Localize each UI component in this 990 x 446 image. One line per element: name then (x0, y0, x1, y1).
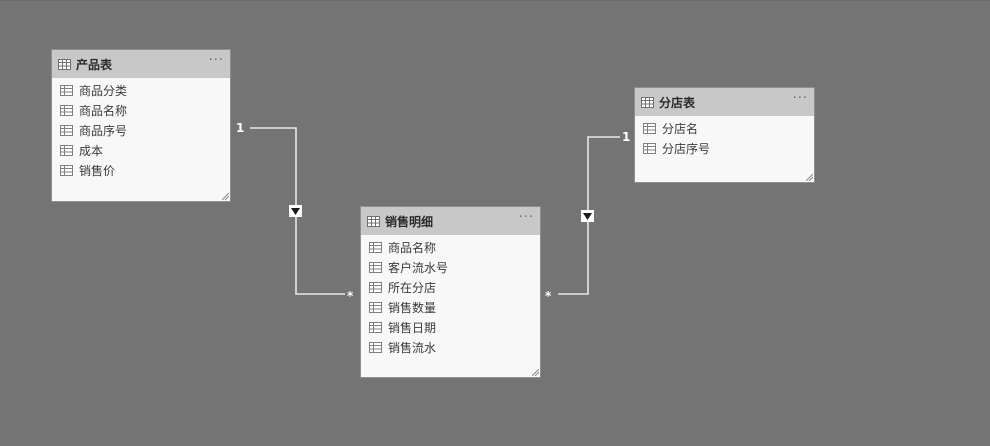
field-list: 分店名 分店序号 (635, 116, 814, 158)
field-item[interactable]: 所在分店 (361, 277, 540, 297)
table-icon (641, 96, 654, 108)
column-icon (369, 261, 382, 273)
field-item[interactable]: 商品名称 (52, 100, 230, 120)
field-label: 客户流水号 (388, 260, 449, 275)
cardinality-many-label: * (545, 289, 552, 303)
field-list: 商品分类 商品名称 商品序号 成本 销售价 (52, 78, 230, 180)
field-label: 商品分类 (79, 83, 128, 98)
table-card-product[interactable]: 产品表 ··· 商品分类 商品名称 商品序号 成本 销售价 (51, 49, 231, 202)
field-item[interactable]: 销售日期 (361, 317, 540, 337)
more-options-icon[interactable]: ··· (208, 53, 224, 68)
column-icon (643, 122, 656, 134)
cardinality-one-label: 1 (622, 130, 630, 144)
column-icon (369, 281, 382, 293)
table-card-store[interactable]: 分店表 ··· 分店名 分店序号 (634, 87, 815, 183)
resize-handle-icon[interactable] (806, 174, 813, 181)
column-icon (369, 341, 382, 353)
table-icon (367, 215, 380, 227)
table-icon (58, 58, 71, 70)
field-label: 商品序号 (79, 123, 128, 138)
field-label: 分店序号 (662, 141, 711, 156)
field-item[interactable]: 销售价 (52, 160, 230, 180)
field-item[interactable]: 商品分类 (52, 80, 230, 100)
column-icon (643, 142, 656, 154)
field-item[interactable]: 分店序号 (635, 138, 814, 158)
field-label: 销售数量 (388, 300, 437, 315)
field-label: 成本 (79, 143, 104, 158)
table-title: 销售明细 (385, 214, 434, 229)
field-label: 商品名称 (388, 240, 437, 255)
column-icon (369, 241, 382, 253)
column-icon (369, 321, 382, 333)
table-title: 分店表 (659, 95, 696, 110)
relationship-product-sales[interactable]: 1 * (236, 121, 354, 303)
field-list: 商品名称 客户流水号 所在分店 销售数量 销售日期 销售流水 (361, 235, 540, 357)
field-item[interactable]: 分店名 (635, 118, 814, 138)
field-item[interactable]: 商品序号 (52, 120, 230, 140)
field-item[interactable]: 成本 (52, 140, 230, 160)
table-card-header[interactable]: 销售明细 ··· (361, 207, 540, 235)
table-card-header[interactable]: 分店表 ··· (635, 88, 814, 116)
field-label: 销售价 (79, 163, 116, 178)
table-card-sales-detail[interactable]: 销售明细 ··· 商品名称 客户流水号 所在分店 销售数量 销售日期 (360, 206, 541, 378)
field-label: 所在分店 (388, 280, 437, 295)
filter-arrow-down-icon (583, 213, 592, 220)
resize-handle-icon[interactable] (532, 369, 539, 376)
cardinality-many-label: * (347, 289, 354, 303)
filter-arrow-down-icon (291, 208, 300, 215)
field-item[interactable]: 销售流水 (361, 337, 540, 357)
column-icon (60, 144, 73, 156)
field-item[interactable]: 商品名称 (361, 237, 540, 257)
field-item[interactable]: 客户流水号 (361, 257, 540, 277)
more-options-icon[interactable]: ··· (518, 210, 534, 225)
field-label: 销售日期 (388, 320, 437, 335)
relationship-store-sales[interactable]: 1 * (545, 130, 630, 303)
field-label: 销售流水 (388, 340, 437, 355)
field-label: 商品名称 (79, 103, 128, 118)
field-item[interactable]: 销售数量 (361, 297, 540, 317)
column-icon (60, 104, 73, 116)
column-icon (60, 84, 73, 96)
column-icon (60, 164, 73, 176)
field-label: 分店名 (662, 121, 699, 136)
table-title: 产品表 (76, 57, 113, 72)
more-options-icon[interactable]: ··· (792, 91, 808, 106)
resize-handle-icon[interactable] (222, 193, 229, 200)
column-icon (369, 301, 382, 313)
table-card-header[interactable]: 产品表 ··· (52, 50, 230, 78)
column-icon (60, 124, 73, 136)
cardinality-one-label: 1 (236, 121, 244, 135)
